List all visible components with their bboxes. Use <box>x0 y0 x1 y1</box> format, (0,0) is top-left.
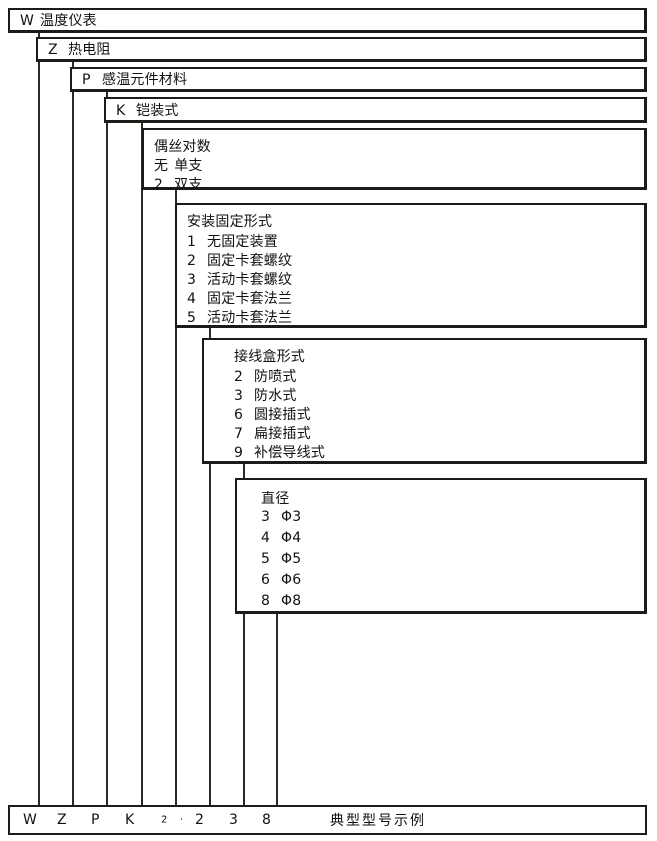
leader-line-junction-box <box>243 464 245 806</box>
level-box-type: Z 热电阻 <box>36 37 647 62</box>
leader-line-mounting <box>209 328 211 806</box>
option-label-mounting-4: 活动卡套法兰 <box>207 310 293 326</box>
legend-cell-5: · <box>180 814 184 826</box>
option-row-mounting-2: 3 活动卡套螺纹 <box>187 269 292 289</box>
level-line-instrument: W 温度仪表 <box>20 10 97 30</box>
level-header-junction-box: 接线盒形式 <box>234 349 305 365</box>
option-row-junction-box-3: 7 扁接插式 <box>234 423 311 443</box>
option-label-mounting-0: 无固定装置 <box>207 234 278 250</box>
option-row-junction-box-4: 9 补偿导线式 <box>234 442 325 462</box>
level-box-element-material: P 感温元件材料 <box>70 67 647 92</box>
level-code-element-material: P <box>82 72 91 88</box>
level-header-junction-box-row: 接线盒形式 <box>234 346 305 366</box>
option-label-junction-box-1: 防水式 <box>254 388 297 404</box>
option-code-wire-pairs-0: 无 <box>154 158 169 174</box>
option-label-diameter-1: Φ4 <box>281 530 302 546</box>
level-box-instrument: W 温度仪表 <box>8 8 647 33</box>
option-row-diameter-2: 5 Φ5 <box>261 551 301 567</box>
level-header-wire-pairs: 偶丝对数 <box>154 139 211 155</box>
level-box-structure: K 铠装式 <box>104 97 647 123</box>
option-row-mounting-4: 5 活动卡套法兰 <box>187 307 292 327</box>
leader-line-diameter <box>276 614 278 806</box>
option-code-diameter-1: 4 <box>261 530 271 546</box>
level-header-mounting: 安装固定形式 <box>187 214 273 230</box>
option-label-junction-box-0: 防喷式 <box>254 369 297 385</box>
level-box-junction-box: 接线盒形式 2 防喷式 3 防水式 6 圆接插式 7 扁接插式 9 补偿导线式 <box>202 338 647 464</box>
option-code-junction-box-4: 9 <box>234 445 244 461</box>
option-label-mounting-2: 活动卡套螺纹 <box>207 272 293 288</box>
legend-cell-0: W <box>23 812 37 828</box>
legend-cell-8: 8 <box>262 812 271 828</box>
option-row-wire-pairs-0: 无单支 <box>154 155 203 175</box>
option-row-wire-pairs-1: 2 双支 <box>154 174 202 194</box>
option-row-junction-box-0: 2 防喷式 <box>234 366 297 386</box>
option-row-mounting-1: 2 固定卡套螺纹 <box>187 250 292 270</box>
level-code-instrument: W <box>20 13 35 29</box>
level-box-diameter: 直径 3 Φ3 4 Φ4 5 Φ5 6 Φ6 8 Φ8 <box>235 478 647 614</box>
option-label-junction-box-3: 扁接插式 <box>254 426 311 442</box>
option-code-junction-box-2: 6 <box>234 407 244 423</box>
level-header-type: 热电阻 <box>68 42 111 58</box>
level-header-diameter-row: 直径 <box>261 488 289 508</box>
level-header-mounting-row: 安装固定形式 <box>187 211 272 231</box>
level-line-structure: K 铠装式 <box>116 100 179 120</box>
leader-line-type <box>72 61 74 806</box>
option-label-wire-pairs-1: 双支 <box>174 177 203 193</box>
legend-cell-4: 2 <box>161 814 168 826</box>
legend-cell-2: P <box>91 812 100 828</box>
legend-cell-6: 2 <box>195 812 204 828</box>
option-code-junction-box-3: 7 <box>234 426 244 442</box>
option-code-mounting-4: 5 <box>187 310 197 326</box>
level-header-instrument: 温度仪表 <box>40 13 97 29</box>
leader-line-structure <box>141 122 143 806</box>
level-line-type: Z 热电阻 <box>48 39 111 59</box>
option-code-mounting-2: 3 <box>187 272 197 288</box>
option-code-diameter-0: 3 <box>261 509 271 525</box>
level-code-structure: K <box>116 102 126 119</box>
option-code-diameter-4: 8 <box>261 593 271 609</box>
option-row-junction-box-1: 3 防水式 <box>234 385 297 405</box>
example-model-legend-bar: W Z P K 2 · 2 3 8 典型型号示例 <box>8 805 647 835</box>
level-header-diameter: 直径 <box>261 491 290 507</box>
option-code-diameter-2: 5 <box>261 551 271 567</box>
leader-line-wire-pairs <box>175 190 177 806</box>
option-label-mounting-1: 固定卡套螺纹 <box>207 253 293 269</box>
option-code-wire-pairs-1: 2 <box>154 177 164 193</box>
option-label-mounting-3: 固定卡套法兰 <box>207 291 293 307</box>
option-row-diameter-4: 8 Φ8 <box>261 593 301 609</box>
option-code-mounting-1: 2 <box>187 253 197 269</box>
legend-cell-7: 3 <box>229 812 238 828</box>
level-header-element-material: 感温元件材料 <box>102 72 188 88</box>
option-code-diameter-3: 6 <box>261 572 271 588</box>
option-row-diameter-0: 3 Φ3 <box>261 509 301 525</box>
option-label-wire-pairs-0: 单支 <box>174 158 203 174</box>
level-header-wire-pairs-row: 偶丝对数 <box>154 136 211 156</box>
option-label-junction-box-2: 圆接插式 <box>254 407 311 423</box>
option-row-junction-box-2: 6 圆接插式 <box>234 404 311 424</box>
leader-line-instrument <box>38 32 40 806</box>
legend-cell-3: K <box>125 812 135 828</box>
level-line-element-material: P 感温元件材料 <box>82 69 187 89</box>
option-code-mounting-0: 1 <box>187 234 197 250</box>
option-row-mounting-3: 4 固定卡套法兰 <box>187 288 292 308</box>
option-code-junction-box-0: 2 <box>234 369 244 385</box>
option-code-mounting-3: 4 <box>187 291 197 307</box>
legend-cell-1: Z <box>57 812 67 828</box>
option-row-diameter-3: 6 Φ6 <box>261 572 301 588</box>
option-label-diameter-3: Φ6 <box>281 572 302 588</box>
legend-note: 典型型号示例 <box>330 813 426 829</box>
level-code-type: Z <box>48 42 58 58</box>
option-label-junction-box-4: 补偿导线式 <box>254 445 325 461</box>
option-code-junction-box-1: 3 <box>234 388 244 404</box>
leader-line-element-material <box>106 91 108 806</box>
option-row-diameter-1: 4 Φ4 <box>261 530 301 546</box>
option-label-diameter-0: Φ3 <box>281 509 302 525</box>
option-label-diameter-4: Φ8 <box>281 593 302 609</box>
level-box-wire-pairs: 偶丝对数 无单支 2 双支 <box>142 128 647 193</box>
option-label-diameter-2: Φ5 <box>281 551 302 567</box>
level-header-structure: 铠装式 <box>136 102 179 119</box>
option-row-mounting-0: 1 无固定装置 <box>187 231 278 251</box>
